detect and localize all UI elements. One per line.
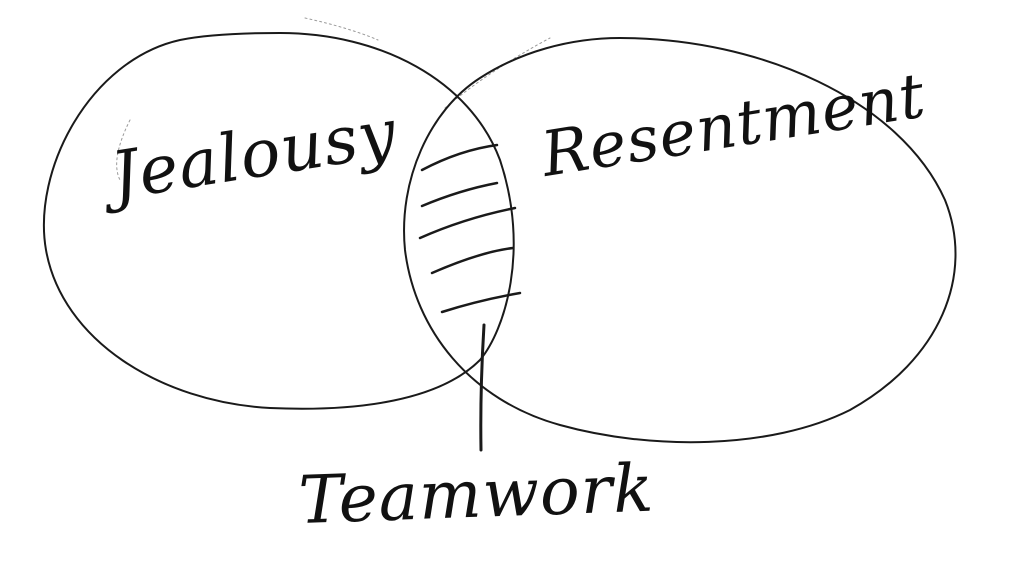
- resentment-ellipse: [403, 37, 957, 444]
- faint-sketch-stroke: [304, 17, 379, 41]
- jealousy-ellipse: [42, 32, 515, 410]
- teamwork-label: Teamwork: [297, 449, 656, 539]
- faint-sketch-stroke: [444, 37, 551, 109]
- intersection-hatching: [418, 143, 522, 314]
- teamwork-pointer-line: [479, 323, 486, 452]
- faint-sketch-stroke: [116, 119, 131, 181]
